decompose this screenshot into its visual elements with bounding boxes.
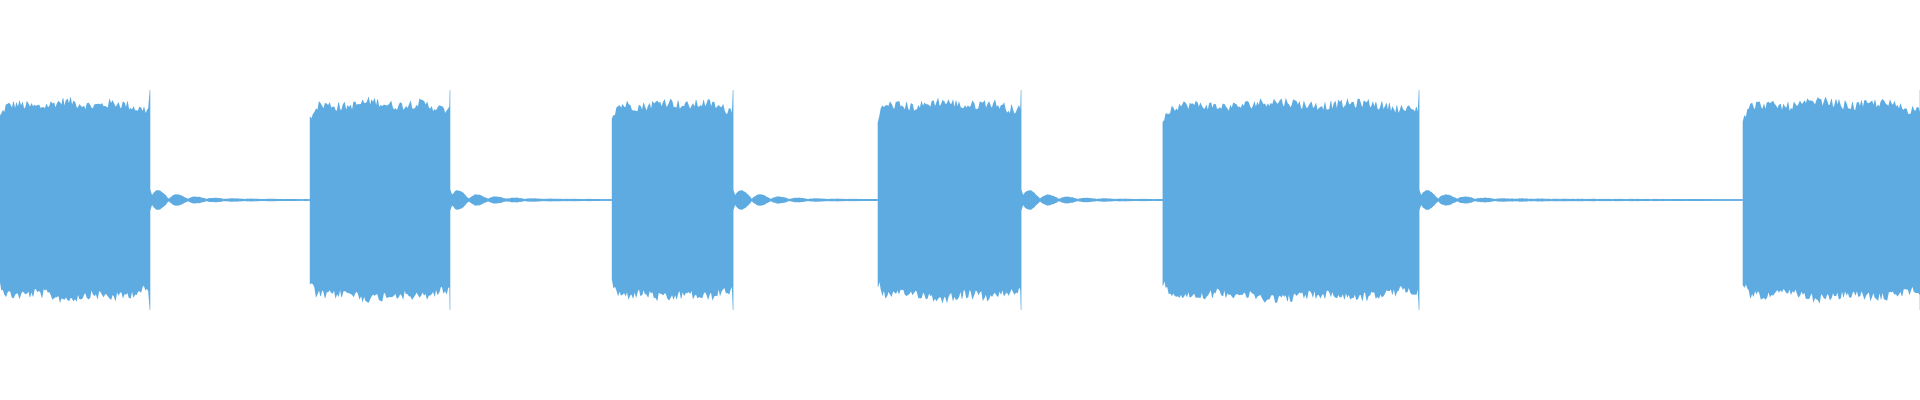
waveform-decay-segment [449, 189, 613, 211]
waveform-decay-segment [1418, 189, 1743, 211]
waveform-tone-segment [877, 89, 1022, 311]
waveform-tone-segment [611, 89, 734, 311]
waveform-tone-segment [309, 89, 451, 311]
waveform-tone-segment [1742, 90, 1920, 310]
waveform-decay-segment [149, 189, 311, 211]
waveform-decay-segment [732, 189, 878, 211]
waveform-decay-segment [1020, 189, 1163, 211]
waveform-tone-segment [0, 89, 151, 311]
waveform-tone-segment [1162, 89, 1420, 311]
